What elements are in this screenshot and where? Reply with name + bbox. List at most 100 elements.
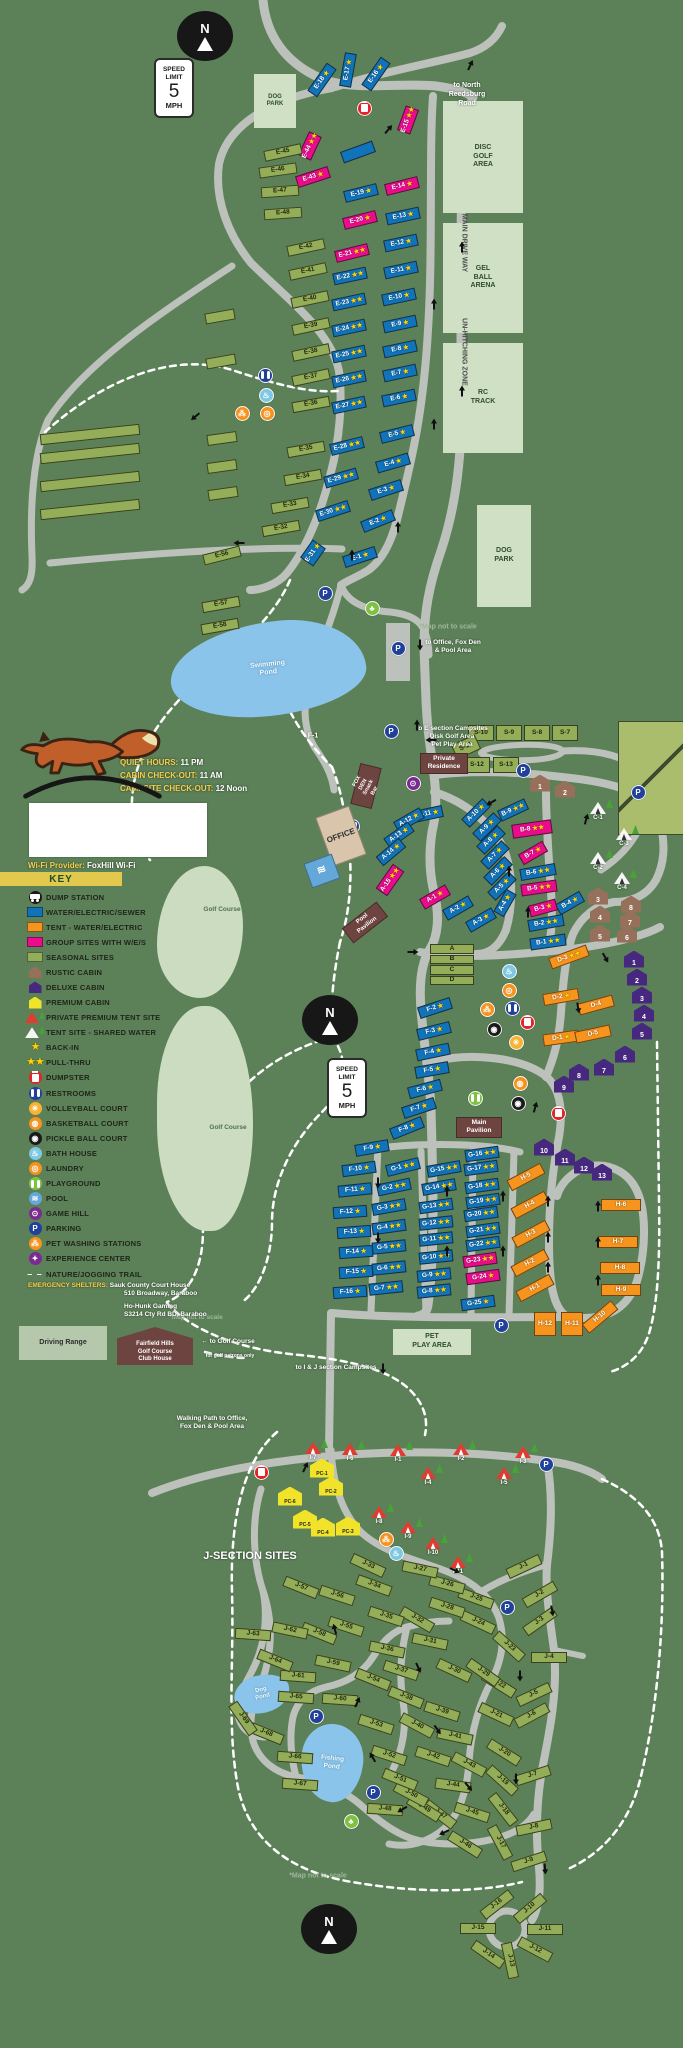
tent-door: [520, 1452, 526, 1458]
site-label: H-9: [615, 1285, 627, 1293]
tent-site-label: I-1: [394, 1457, 402, 1463]
site-label: E-47: [272, 186, 288, 195]
site-label: B-6: [525, 868, 538, 877]
site-F-12: F-12★: [332, 1204, 368, 1220]
site-label: J-57: [293, 1580, 309, 1592]
tent-site-label: C-3: [619, 841, 629, 847]
tent-site-label: I-4: [424, 1480, 432, 1486]
dumpster-icon: [356, 100, 372, 116]
legend-label: PICKLE BALL COURT: [46, 1133, 128, 1143]
golf-patrons: for golf patrons only: [205, 1352, 255, 1359]
nature-trail: [280, 690, 334, 769]
tree-icon: [531, 1443, 538, 1452]
bath-glyph: ♨: [31, 1148, 39, 1158]
s-area: [618, 721, 683, 835]
site-label: S-7: [559, 728, 571, 736]
back-in-star: ★: [562, 990, 571, 1001]
tree-icon: [606, 849, 613, 858]
site-H-7: H-7: [598, 1236, 638, 1248]
site-label: E-27: [334, 400, 350, 411]
back-in-star: ★: [402, 289, 411, 301]
site-label: F-13: [343, 1227, 358, 1236]
label-part: 11 AM: [199, 771, 223, 780]
pickle-icon: ◉: [486, 1021, 502, 1037]
tree-icon: [436, 1464, 443, 1473]
legend-item: PLAYGROUND: [24, 1176, 101, 1191]
site-label: G-8: [421, 1286, 434, 1295]
site-E-48: E-48: [263, 206, 303, 220]
laundry-glyph: ◎: [31, 1163, 39, 1173]
site-label: C: [449, 965, 455, 973]
tent-site-C-3: C-3: [616, 825, 639, 847]
legend-label: BASKETBALL COURT: [46, 1118, 129, 1128]
legend-item: ★BACK-IN: [24, 1040, 79, 1055]
road: [542, 898, 618, 1081]
back-in-star: ★: [358, 1183, 366, 1194]
cabin-icon: [24, 981, 46, 994]
deluxe-cabin-2: 2: [627, 968, 647, 986]
site-H-12: H-12: [534, 1312, 556, 1336]
site-label: G-21: [468, 1225, 484, 1235]
tent-door: [405, 1527, 411, 1533]
basketball-icon: ◍: [24, 1116, 46, 1130]
deluxe-cabin-8: 8: [569, 1063, 589, 1081]
quiet-hours: QUIET HOURS: 11 PM: [120, 758, 203, 768]
compass-n: N: [325, 1004, 335, 1020]
site-label: G-18: [467, 1181, 483, 1191]
back-in-star: ★: [398, 427, 407, 438]
site-label: G-12: [421, 1218, 437, 1228]
site-color-swatch: [24, 937, 46, 948]
parking-glyph: P: [370, 1787, 376, 1797]
site-label: E-26: [334, 374, 350, 385]
site-label: J-30: [446, 1663, 462, 1676]
tent-door: [501, 1473, 507, 1479]
site-label: E-43: [301, 171, 317, 183]
bath-icon: ♨: [388, 1545, 404, 1561]
site-label: F-3: [424, 1026, 436, 1036]
tent-door: [619, 878, 625, 884]
site-label: G-13: [421, 1201, 437, 1211]
site-label: E-11: [390, 265, 405, 275]
tent-site-label: I-10: [427, 1550, 439, 1556]
road-arrow: [594, 1274, 601, 1286]
site-J-67: J-67: [281, 1777, 319, 1791]
tent-door: [621, 834, 627, 840]
label-part: CABIN CHECK-OUT:: [120, 771, 200, 780]
site-f1: F-1: [307, 732, 319, 740]
site-label: G-1: [390, 1163, 403, 1173]
legend-item: TENT - WATER/ELECTRIC: [24, 920, 143, 935]
back-in-star: ★: [315, 169, 325, 180]
road-arrow: [377, 1177, 379, 1187]
site-label: E-45: [275, 146, 291, 157]
site-label: J-26: [439, 1578, 455, 1589]
legend-item: ⁂PET WASHING STATIONS: [24, 1236, 141, 1251]
site-label: J-36: [380, 1643, 395, 1654]
trash-glyph: [523, 1015, 531, 1026]
site-label: J-2: [533, 1587, 546, 1599]
speed-sign-line-1: SPEED LIMIT: [162, 66, 186, 81]
tent-door: [455, 1562, 461, 1568]
back-in-star: ★: [544, 900, 553, 912]
site-label: J-53: [368, 1717, 384, 1729]
premium-cabin-PC-3: PC-3: [336, 1516, 360, 1536]
tent-site-I-11: I-11: [450, 1553, 473, 1575]
road-arrow: [348, 549, 355, 561]
back-in-star: ★: [359, 1246, 367, 1256]
site-label: G-25: [466, 1298, 482, 1308]
tent-site-C-4: C-4: [614, 869, 637, 891]
paw-glyph: ⁂: [483, 1004, 491, 1014]
pull-thru-stars: ★★: [385, 1281, 399, 1293]
tent-site-label: I-2: [457, 1456, 465, 1462]
site-label: G-3: [376, 1203, 389, 1212]
site-S-7: S-7: [552, 725, 578, 741]
site-label: E-44: [300, 144, 313, 160]
truck-icon-inner: [28, 890, 42, 904]
not-to-scale-3: *Map not to scale: [289, 1872, 347, 1880]
pull-thru-stars-inner: ★★: [26, 1056, 45, 1069]
gamehill-icon-inner: ⊙: [28, 1207, 42, 1221]
volleyball-icon: ✳: [24, 1101, 46, 1115]
site-label: J-9: [523, 1855, 535, 1866]
site-label: E-32: [273, 522, 289, 532]
pull-thru-stars: ★★: [349, 397, 364, 409]
people-icon-inner: [28, 1177, 42, 1191]
